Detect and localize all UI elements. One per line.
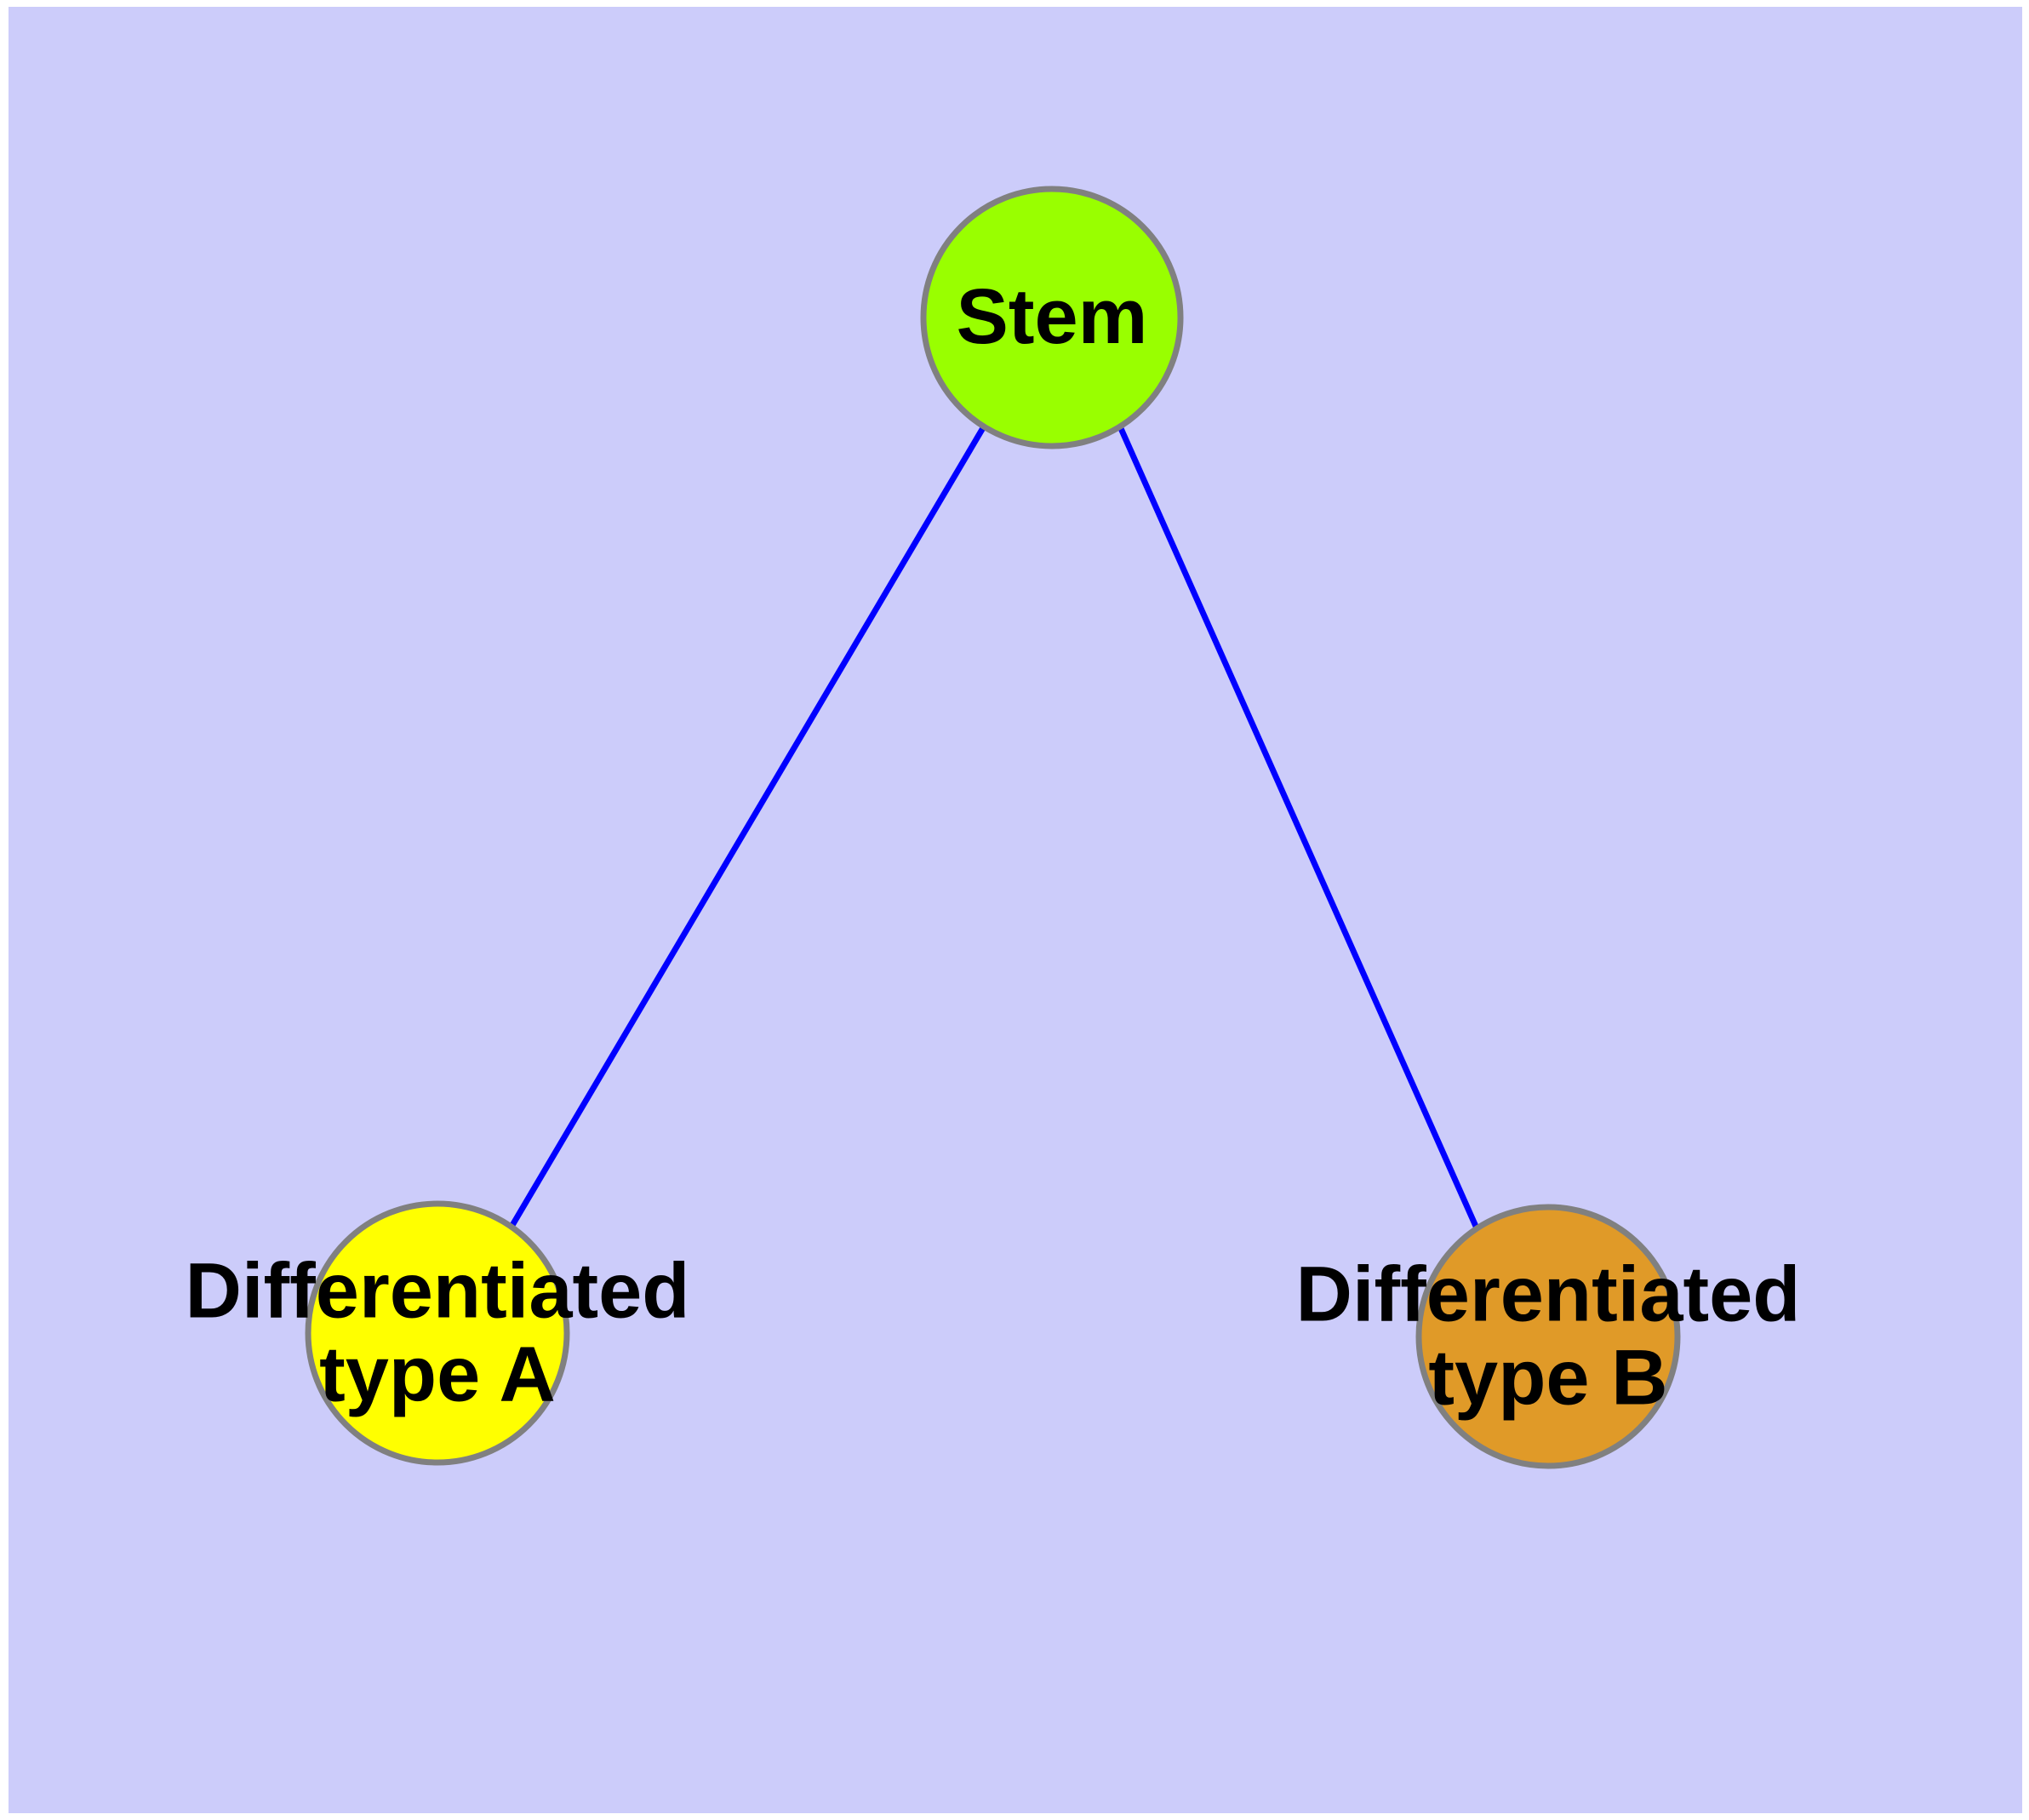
node-differentiated-type-a[interactable]: [305, 1200, 570, 1466]
node-layer: [305, 186, 1681, 1469]
edge-stem-to-differentiated-a[interactable]: [508, 425, 987, 1228]
edge-stem-to-differentiated-b[interactable]: [1117, 425, 1481, 1232]
node-differentiated-type-b[interactable]: [1415, 1204, 1681, 1469]
edge-layer: [508, 425, 1481, 1232]
node-stem[interactable]: [920, 186, 1184, 449]
